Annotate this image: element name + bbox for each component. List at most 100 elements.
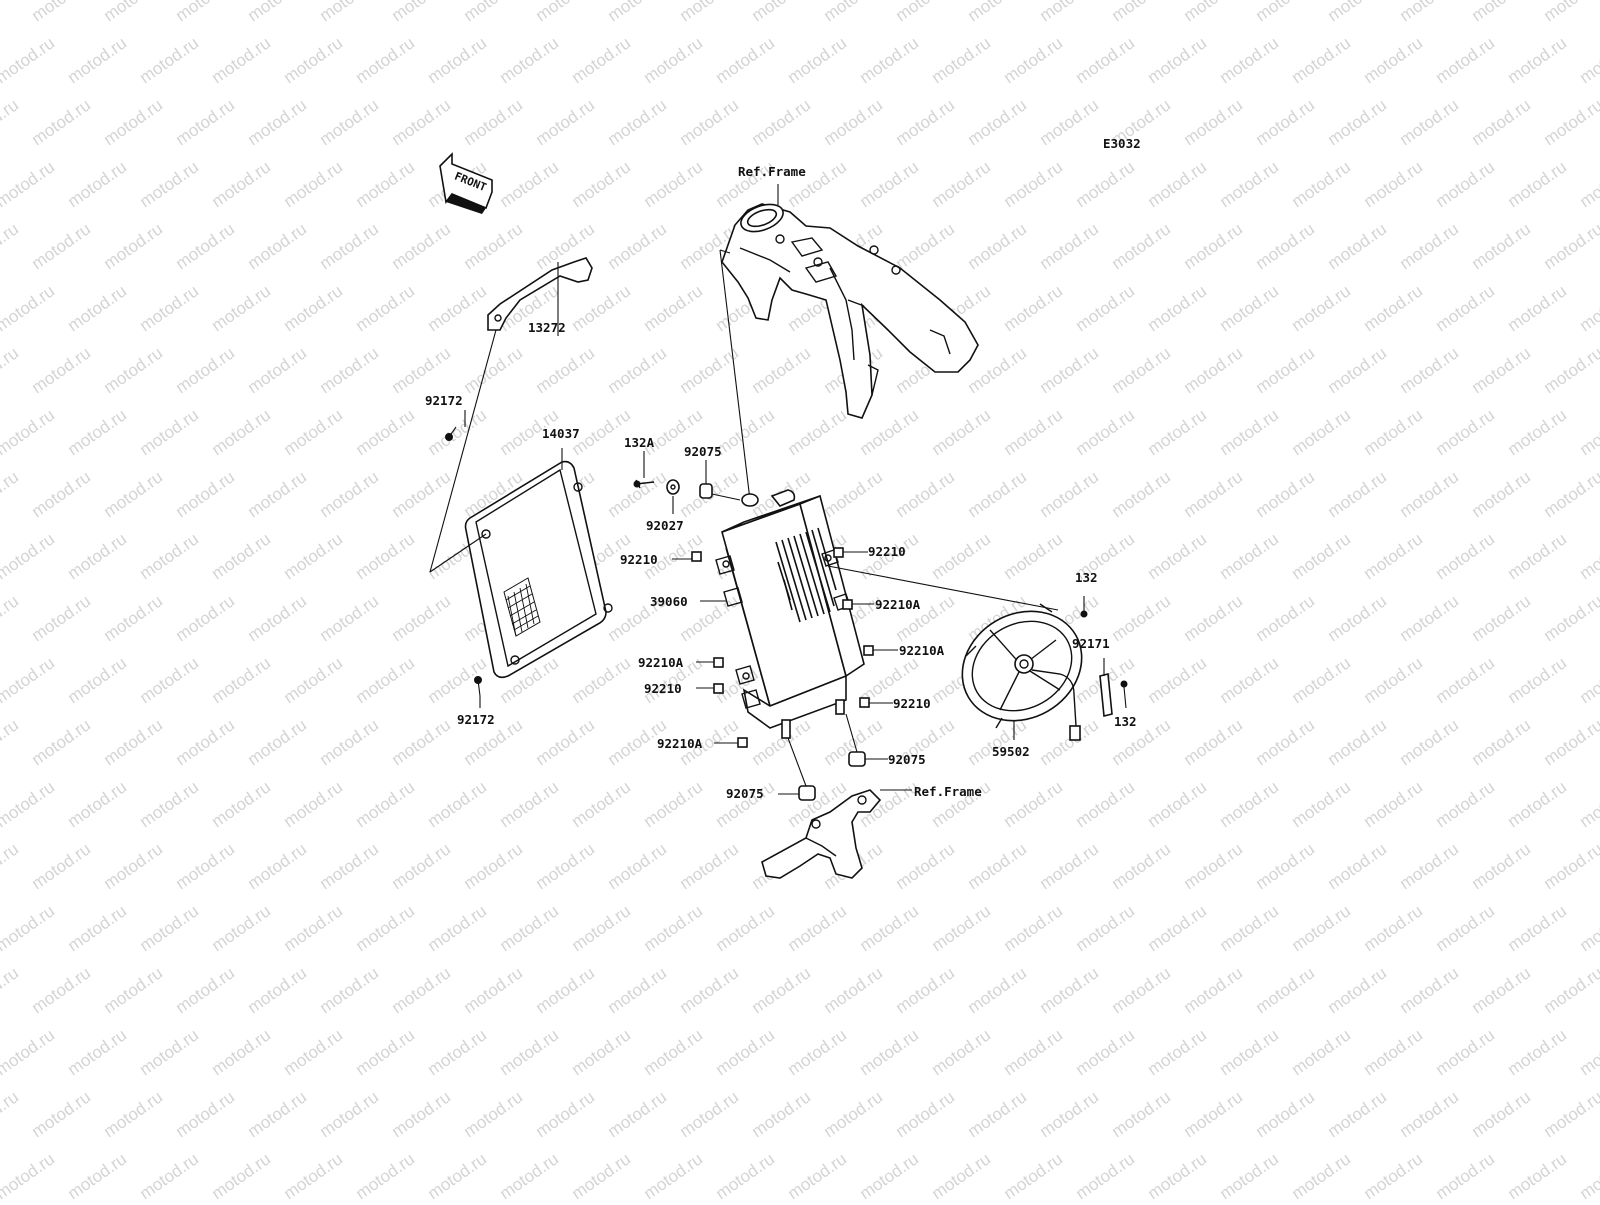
nut-92210-r1 [833,547,844,558]
bolt-132A [633,479,655,489]
watermark-text: motod.ru [1108,839,1174,893]
watermark-text: motod.ru [1432,405,1498,459]
watermark-text: motod.ru [784,405,850,459]
watermark-text: motod.ru [64,529,130,583]
watermark-text: motod.ru [604,219,670,273]
watermark-text: motod.ru [0,219,22,273]
watermark-text: motod.ru [424,405,490,459]
watermark-text: motod.ru [424,1149,490,1200]
watermark-text: motod.ru [0,839,22,893]
watermark-text: motod.ru [1000,33,1066,87]
frame-assembly [721,203,979,419]
watermark-text: motod.ru [64,1025,130,1079]
watermark-text: motod.ru [280,777,346,831]
callout-39060: 39060 [650,594,688,609]
watermark-text: motod.ru [280,281,346,335]
watermark-text: motod.ru [172,1087,238,1141]
watermark-text: motod.ru [1540,1087,1600,1141]
watermark-text: motod.ru [1072,1149,1138,1200]
watermark-text: motod.ru [0,963,22,1017]
watermark-text: motod.ru [820,467,886,521]
watermark-text: motod.ru [1252,0,1318,25]
watermark-text: motod.ru [0,33,58,87]
callout-92075-top: 92075 [684,444,722,459]
watermark-text: motod.ru [244,219,310,273]
watermark-text: motod.ru [1216,33,1282,87]
watermark-text: motod.ru [0,1149,58,1200]
watermark-text: motod.ru [208,653,274,707]
watermark-text: motod.ru [64,33,130,87]
watermark-text: motod.ru [280,901,346,955]
watermark-text: motod.ru [1036,839,1102,893]
watermark-text: motod.ru [0,1087,22,1141]
watermark-text: motod.ru [892,467,958,521]
watermark-text: motod.ru [1288,529,1354,583]
watermark-text: motod.ru [1036,219,1102,273]
fan-59502 [961,603,1083,741]
watermark-text: motod.ru [1108,0,1174,25]
watermark-text: motod.ru [1144,281,1210,335]
watermark-text: motod.ru [964,95,1030,149]
watermark-text: motod.ru [604,839,670,893]
watermark-text: motod.ru [244,839,310,893]
watermark-text: motod.ru [1432,653,1498,707]
watermark-text: motod.ru [172,95,238,149]
watermark-text: motod.ru [1144,1149,1210,1200]
watermark-text: motod.ru [1360,653,1426,707]
watermark-text: motod.ru [64,281,130,335]
watermark-text: motod.ru [1000,157,1066,211]
watermark-text: motod.ru [1324,0,1390,25]
watermark-text: motod.ru [1288,1025,1354,1079]
callout-59502: 59502 [992,744,1030,759]
watermark-text: motod.ru [676,0,742,25]
watermark-text: motod.ru [0,653,58,707]
watermark-text: motod.ru [1180,591,1246,645]
watermark-text: motod.ru [280,1149,346,1200]
watermark-text: motod.ru [1000,529,1066,583]
watermark-text: motod.ru [1396,715,1462,769]
watermark-text: motod.ru [820,95,886,149]
watermark-text: motod.ru [1216,529,1282,583]
watermark-text: motod.ru [1180,715,1246,769]
watermark-text: motod.ru [0,1025,58,1079]
watermark-text: motod.ru [1468,591,1534,645]
watermark-text: motod.ru [712,1149,778,1200]
watermark-text: motod.ru [28,0,94,25]
watermark-text: motod.ru [568,653,634,707]
watermark-text: motod.ru [1504,777,1570,831]
watermark-text: motod.ru [1504,33,1570,87]
watermark-text: motod.ru [28,95,94,149]
callout-92210A-l1: 92210A [638,655,684,670]
watermark-text: motod.ru [604,963,670,1017]
watermark-text: motod.ru [1000,1025,1066,1079]
watermark-text: motod.ru [352,281,418,335]
watermark-text: motod.ru [1468,0,1534,25]
collar-92027 [666,479,680,495]
watermark-text: motod.ru [892,963,958,1017]
watermark-text: motod.ru [1144,653,1210,707]
callout-132A: 132A [624,435,655,450]
watermark-text: motod.ru [1360,157,1426,211]
watermark-text: motod.ru [1504,405,1570,459]
watermark-text: motod.ru [28,1087,94,1141]
watermark-text: motod.ru [1468,95,1534,149]
watermark-text: motod.ru [568,901,634,955]
watermark-text: motod.ru [1396,95,1462,149]
watermark-text: motod.ru [1252,591,1318,645]
watermark-text: motod.ru [964,0,1030,25]
watermark-text: motod.ru [0,343,22,397]
watermark-text: motod.ru [1540,963,1600,1017]
watermark-text: motod.ru [568,33,634,87]
watermark-text: motod.ru [1180,1087,1246,1141]
watermark-text: motod.ru [136,33,202,87]
grommet-92075-r [845,713,866,767]
watermark-text: motod.ru [352,33,418,87]
watermark-text: motod.ru [388,467,454,521]
watermark-text: motod.ru [460,963,526,1017]
watermark-text: motod.ru [496,777,562,831]
watermark-text: motod.ru [1180,467,1246,521]
watermark-text: motod.ru [64,405,130,459]
watermark-text: motod.ru [1360,529,1426,583]
watermark-text: motod.ru [316,0,382,25]
watermark-text: motod.ru [1540,343,1600,397]
